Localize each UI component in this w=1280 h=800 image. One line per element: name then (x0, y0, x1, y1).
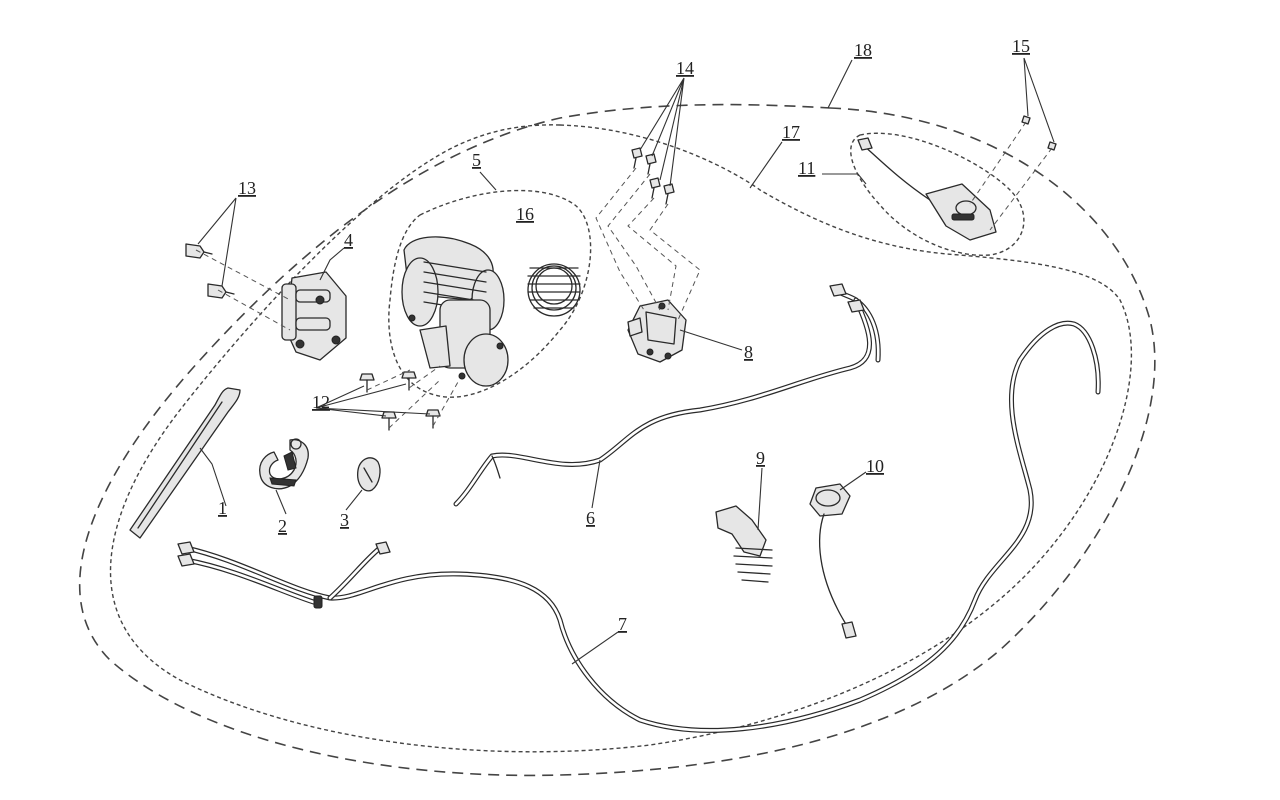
assembly-guide-lines (195, 121, 1053, 429)
switch-screw-part-15 (1021, 115, 1057, 151)
callout-12: 12 (312, 392, 330, 412)
screw-part-14 (631, 147, 675, 205)
callout-17: 17 (782, 122, 800, 142)
handlebar-switch-part-11 (857, 137, 997, 241)
callout-8: 8 (744, 342, 753, 362)
wire-rope-part-16 (527, 263, 581, 317)
rocker-switch-part-10 (809, 483, 857, 639)
callout-4: 4 (344, 230, 353, 250)
group-17-inner-boundary (109, 124, 1133, 753)
callout-10: 10 (866, 456, 884, 476)
callout-14: 14 (676, 58, 694, 78)
group-5-winch-boundary (388, 189, 592, 398)
callout-5: 5 (472, 150, 481, 170)
callout-2: 2 (278, 516, 287, 536)
callout-1: 1 (218, 498, 227, 518)
cable-part-6 (453, 283, 881, 507)
cable-part-7 (177, 320, 1101, 733)
callout-leaders (197, 57, 1055, 665)
callout-11: 11 (798, 158, 815, 178)
hook-stopper-part-3 (357, 457, 381, 492)
callout-6: 6 (586, 508, 595, 528)
callout-15: 15 (1012, 36, 1030, 56)
bolt-part-13 (185, 243, 235, 299)
callout-16: 16 (516, 204, 534, 224)
callout-9: 9 (756, 448, 765, 468)
callout-18: 18 (854, 40, 872, 60)
solenoid-relay-part-8 (627, 299, 687, 363)
group-18-outer-boundary (78, 103, 1156, 777)
group-11-switch-boundary (850, 132, 1025, 256)
callout-3: 3 (340, 510, 349, 530)
winch-assembly-part-5 (401, 236, 509, 387)
connector-part-9 (715, 505, 773, 583)
roller-fairlead-part-4 (281, 271, 347, 361)
winch-strap-part-1 (129, 387, 241, 539)
hook-part-2 (259, 438, 309, 490)
callout-13: 13 (238, 178, 256, 198)
winch-bolt-part-12 (359, 371, 441, 431)
callout-7: 7 (618, 614, 627, 634)
